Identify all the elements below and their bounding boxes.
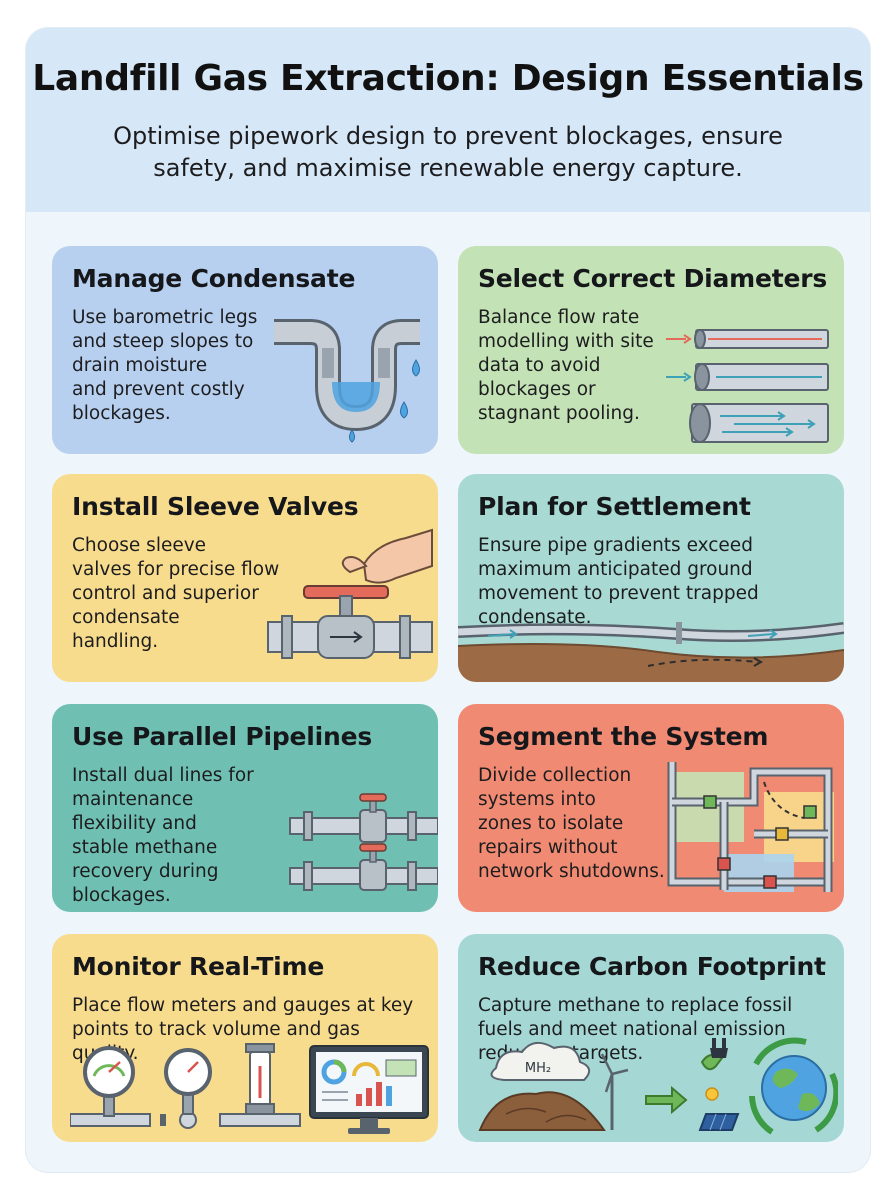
card-text: Use barometric legs and steep slopes to … <box>72 306 257 426</box>
methane-to-energy-icon: MH₂ <box>478 1037 838 1135</box>
card-text-line: movement to prevent trapped <box>478 583 759 604</box>
card-text-line: zones to isolate <box>478 813 624 834</box>
card-text-line: Choose sleeve <box>72 535 207 556</box>
card-text-line: Install dual lines for <box>72 765 254 786</box>
card-title: Monitor Real-Time <box>72 952 325 981</box>
card-text-line: condensate. <box>478 607 592 628</box>
card-use-parallel-pipelines: Use Parallel Pipelines Install dual line… <box>52 704 438 912</box>
card-title: Use Parallel Pipelines <box>72 722 373 751</box>
card-text-line: and steep slopes to <box>72 331 254 352</box>
card-text: Balance flow rate modelling with site da… <box>478 306 654 426</box>
pipe-diameters-icon <box>666 329 829 443</box>
methane-cloud-label: MH₂ <box>525 1061 551 1076</box>
settlement-ground-icon <box>458 622 844 682</box>
card-text-line: systems into <box>478 789 596 810</box>
drain-trap-pipe-icon <box>274 319 420 443</box>
card-title: Plan for Settlement <box>478 492 751 521</box>
card-text-line: flexibility and <box>72 813 197 834</box>
gauges-monitor-icon <box>70 1043 429 1134</box>
infographic-sheet: Landfill Gas Extraction: Design Essentia… <box>26 28 870 1172</box>
card-title: Reduce Carbon Footprint <box>478 952 826 981</box>
card-segment-the-system: Segment the System Divide collection sys… <box>458 704 844 912</box>
page-subtitle: Optimise pipework design to prevent bloc… <box>113 122 783 182</box>
card-text-line: fuels and meet national emission <box>478 1019 786 1040</box>
card-text-line: stagnant pooling. <box>478 403 640 424</box>
card-title: Manage Condensate <box>72 264 356 293</box>
sleeve-valve-hand-icon <box>267 528 433 659</box>
card-text-line: blockages. <box>72 403 171 424</box>
card-text-line: drain moisture <box>72 355 208 376</box>
card-text-line: Divide collection <box>478 765 632 786</box>
card-text: Install dual lines for maintenance flexi… <box>72 764 254 908</box>
card-title: Select Correct Diameters <box>478 264 828 293</box>
card-text: Ensure pipe gradients exceed maximum ant… <box>478 534 759 630</box>
card-text-line: control and superior <box>72 583 259 604</box>
card-text-line: network shutdowns. <box>478 861 665 882</box>
card-title: Segment the System <box>478 722 769 751</box>
header-banner: Landfill Gas Extraction: Design Essentia… <box>26 28 870 212</box>
card-text-line: stable methane <box>72 837 218 858</box>
card-text: Divide collection systems into zones to … <box>478 764 665 884</box>
card-text-line: valves for precise flow <box>72 559 280 580</box>
card-text-line: modelling with site <box>478 331 654 352</box>
card-text-line: Place flow meters and gauges at key <box>72 995 414 1016</box>
segmented-network-icon <box>667 762 834 892</box>
card-text-line: and prevent costly <box>72 379 245 400</box>
parallel-pipelines-icon <box>289 793 438 891</box>
card-text-line: blockages. <box>72 885 171 906</box>
card-reduce-carbon-footprint: Reduce Carbon Footprint Capture methane … <box>458 934 844 1142</box>
card-plan-for-settlement: Plan for Settlement Ensure pipe gradient… <box>458 474 844 682</box>
card-text-line: Use barometric legs <box>72 307 258 328</box>
card-text-line: maximum anticipated ground <box>478 559 753 580</box>
card-select-correct-diameters: Select Correct Diameters Balance flow ra… <box>458 246 844 454</box>
page-title: Landfill Gas Extraction: Design Essentia… <box>32 58 864 99</box>
card-text-line: data to avoid <box>478 355 601 376</box>
card-manage-condensate: Manage Condensate Use barometric legs an… <box>52 246 438 454</box>
card-monitor-real-time: Monitor Real-Time Place flow meters and … <box>52 934 438 1142</box>
card-title: Install Sleeve Valves <box>72 492 359 521</box>
card-text-line: Capture methane to replace fossil <box>478 995 793 1016</box>
card-text-line: maintenance <box>72 789 194 810</box>
card-text-line: handling. <box>72 631 159 652</box>
card-text: Choose sleeve valves for precise flow co… <box>72 534 279 654</box>
card-install-sleeve-valves: Install Sleeve Valves Choose sleeve valv… <box>52 474 438 682</box>
card-text-line: points to track volume and gas <box>72 1019 360 1040</box>
card-text-line: Balance flow rate <box>478 307 640 328</box>
card-text-line: blockages or <box>478 379 596 400</box>
card-text-line: repairs without <box>478 837 618 858</box>
card-text-line: recovery during <box>72 861 219 882</box>
card-text-line: condensate <box>72 607 180 628</box>
card-text-line: Ensure pipe gradients exceed <box>478 535 753 556</box>
